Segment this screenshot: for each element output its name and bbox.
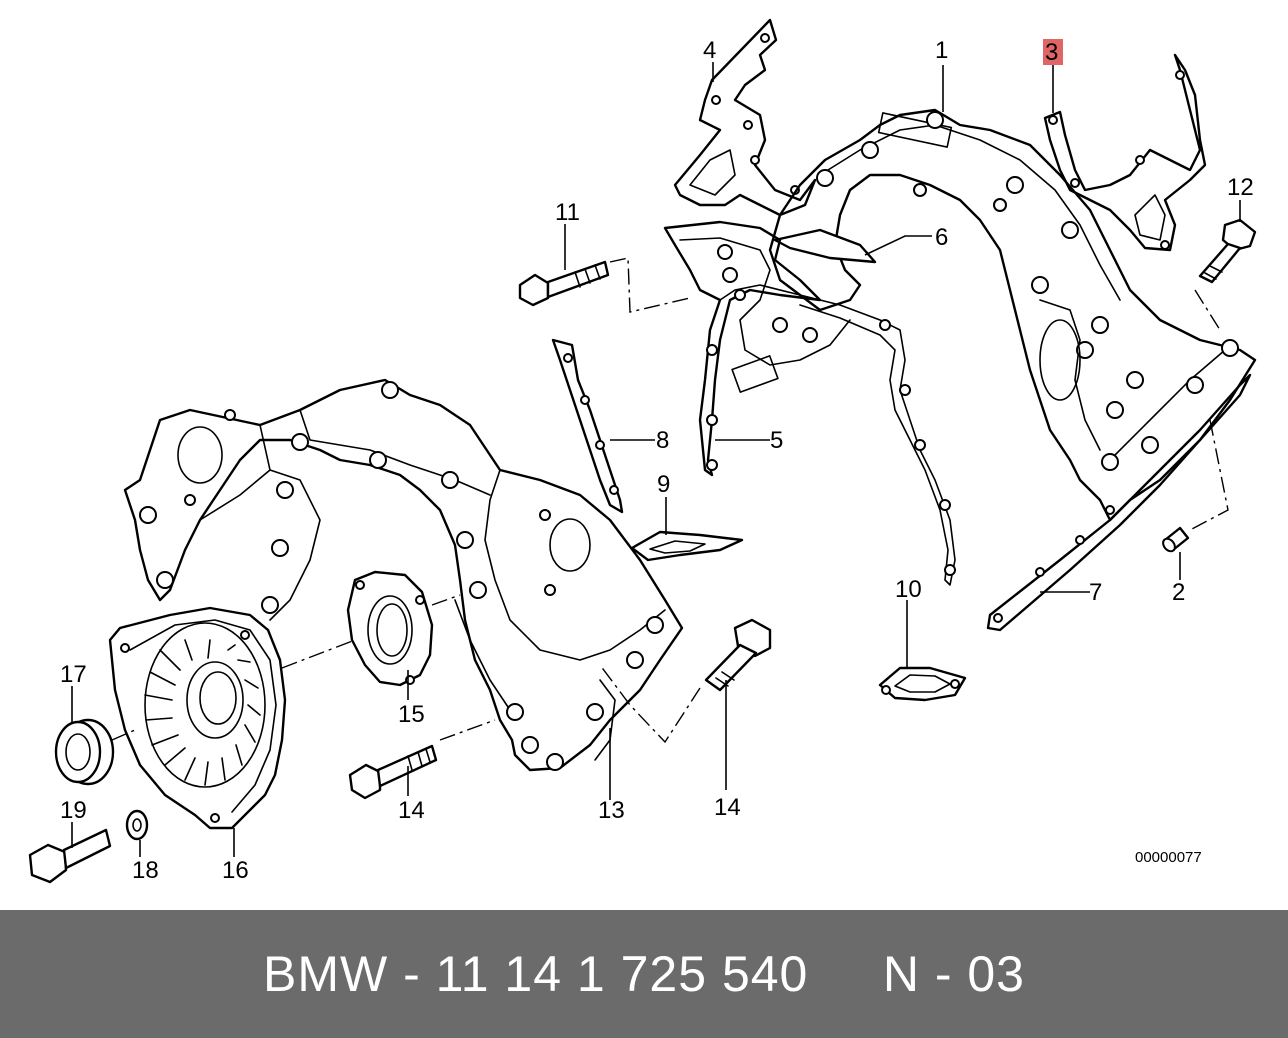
part-label-10: 10 <box>895 576 922 603</box>
footer-bar: BMW - 11 14 1 725 540 N - 03 <box>0 910 1288 1038</box>
leader-lines <box>71 62 1241 857</box>
part-12-bolt <box>1198 218 1257 284</box>
part-label-14-left: 14 <box>398 797 425 824</box>
part-13-lower-timing-case <box>123 378 684 772</box>
part-6-gasket <box>773 228 877 264</box>
part-14-bolt-left <box>348 744 438 800</box>
part-label-18: 18 <box>132 857 159 884</box>
drawing-code: 00000077 <box>1135 849 1202 866</box>
part-label-16: 16 <box>222 857 249 884</box>
part-7-gasket <box>986 373 1252 632</box>
part-15-seal-flange <box>346 570 434 687</box>
part-19-bolt <box>28 828 112 884</box>
part-label-15: 15 <box>398 701 425 728</box>
part-label-6: 6 <box>935 224 948 251</box>
part-labels: 4 1 3 12 6 11 8 5 9 10 7 2 17 15 13 14 1… <box>60 37 1254 884</box>
exploded-parts-diagram: 4 1 3 12 6 11 8 5 9 10 7 2 17 15 13 14 1… <box>28 18 1257 884</box>
part-18-washer <box>125 809 149 841</box>
part-label-4: 4 <box>703 37 716 64</box>
part-label-9: 9 <box>657 471 670 498</box>
part-9-gasket <box>630 530 744 562</box>
part-label-7: 7 <box>1089 579 1102 606</box>
part-label-5: 5 <box>770 427 783 454</box>
part-4-gasket <box>673 18 817 217</box>
part-8-gasket <box>551 338 624 514</box>
part-2-dowel <box>1162 526 1190 553</box>
part-11-bolt <box>518 260 610 307</box>
part-16-cover <box>108 606 287 830</box>
highlight-marker <box>1043 39 1063 65</box>
part-label-11: 11 <box>555 199 580 226</box>
part-14-bolt-right <box>704 618 772 692</box>
part-3-gasket <box>1043 53 1207 252</box>
part-17-seal-ring <box>54 718 115 786</box>
part-10-gasket <box>878 666 967 702</box>
part-5-gasket <box>663 220 956 586</box>
part-number-caption: BMW - 11 14 1 725 540 N - 03 <box>263 946 1025 1002</box>
part-label-2: 2 <box>1172 579 1185 606</box>
part-label-17: 17 <box>60 661 87 688</box>
part-label-14-right: 14 <box>714 794 741 821</box>
part-label-19: 19 <box>60 797 87 824</box>
part-label-8: 8 <box>656 427 669 454</box>
part-label-3: 3 <box>1045 39 1058 66</box>
assembly-lines <box>111 257 1229 744</box>
part-1-upper-timing-case <box>768 108 1257 522</box>
part-label-12: 12 <box>1227 174 1254 201</box>
part-label-13: 13 <box>598 797 625 824</box>
part-label-1: 1 <box>935 37 948 64</box>
